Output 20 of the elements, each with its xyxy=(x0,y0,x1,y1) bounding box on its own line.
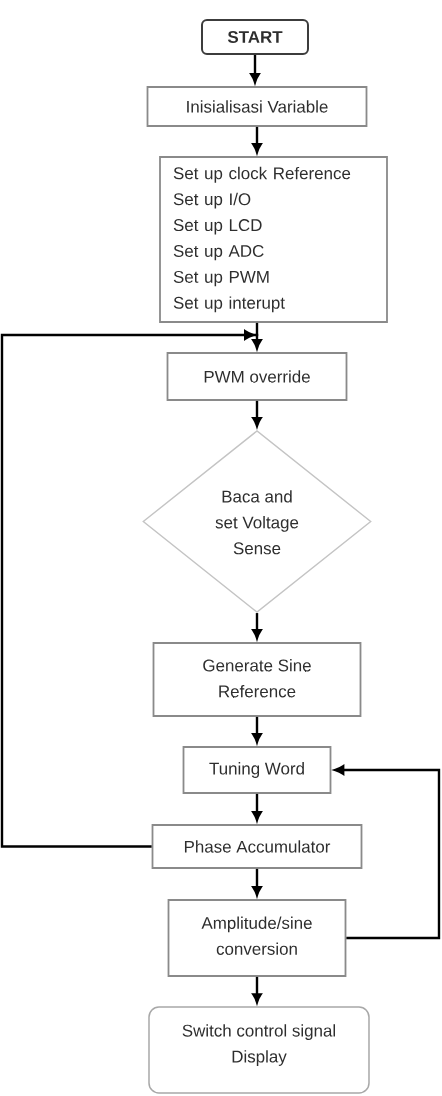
arrow xyxy=(252,126,262,154)
process-box: PWM override xyxy=(166,352,348,401)
arrow xyxy=(252,716,262,744)
process-box: Phase Accumulator xyxy=(151,824,363,869)
arrow xyxy=(252,613,262,640)
arrow xyxy=(252,976,262,1004)
arrow xyxy=(252,333,262,350)
arrow xyxy=(250,55,260,84)
arrow xyxy=(334,765,441,940)
process-box: Inisialisasi Variable xyxy=(146,86,368,127)
terminal-box: Switch control signal Display xyxy=(148,1006,370,1094)
arrow xyxy=(252,793,262,822)
terminal-box: START xyxy=(201,19,309,55)
process-box: Generate Sine Reference xyxy=(152,642,362,717)
process-box: Set up clock Reference Set up I/O Set up LCD Set up ADC Set up PWM Set up interupt xyxy=(159,156,388,323)
arrow xyxy=(252,868,262,897)
arrow xyxy=(252,400,262,428)
process-box: Tuning Word xyxy=(182,746,332,794)
process-box: Amplitude/sine conversion xyxy=(167,899,347,977)
arrow xyxy=(0,330,257,848)
